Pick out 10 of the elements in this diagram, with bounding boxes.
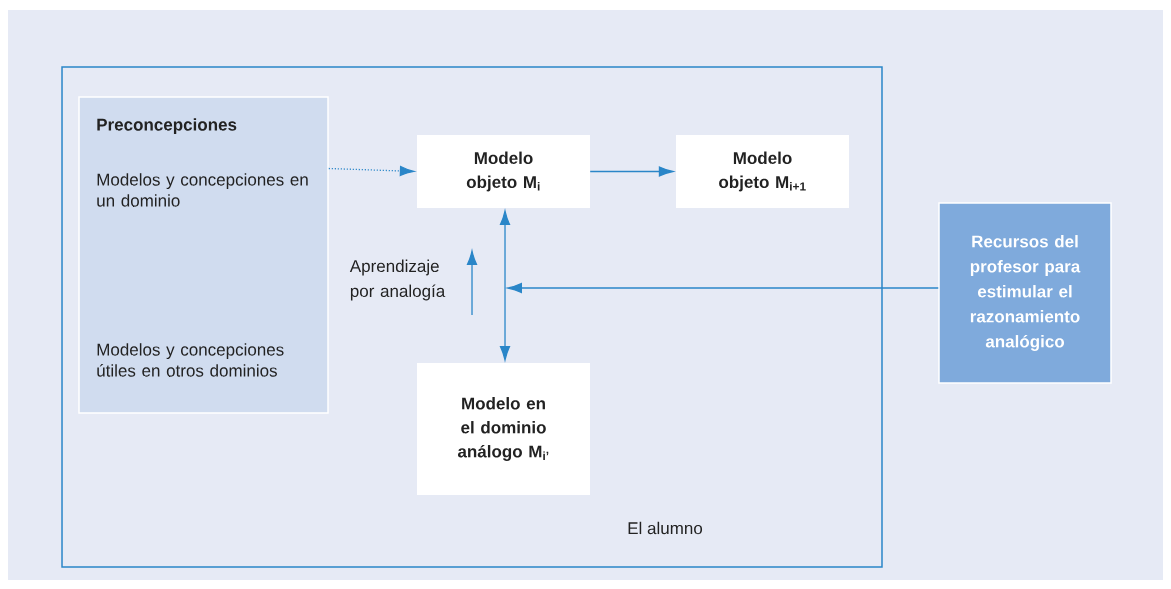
model-box: Modelo objeto M$_{i}$ [417,135,590,208]
arrow [328,165,415,177]
arrow [589,166,674,177]
resources-box: Recursos del profesor para estimular el razonamiento analógico [938,202,1112,384]
arrow [507,282,939,294]
annotation-text: Aprendizaje por analogía [349,259,446,301]
model-box: Modelo objeto M$_{i+1}$ [676,135,849,208]
preconceptions-panel: Preconcepciones Modelos y concepciones en un dominio Modelos y concepciones útiles en otros dominios [78,96,329,414]
model-box: Modelo en el dominio análogo M$_{i’}$ [417,363,590,495]
arrow [499,210,511,361]
